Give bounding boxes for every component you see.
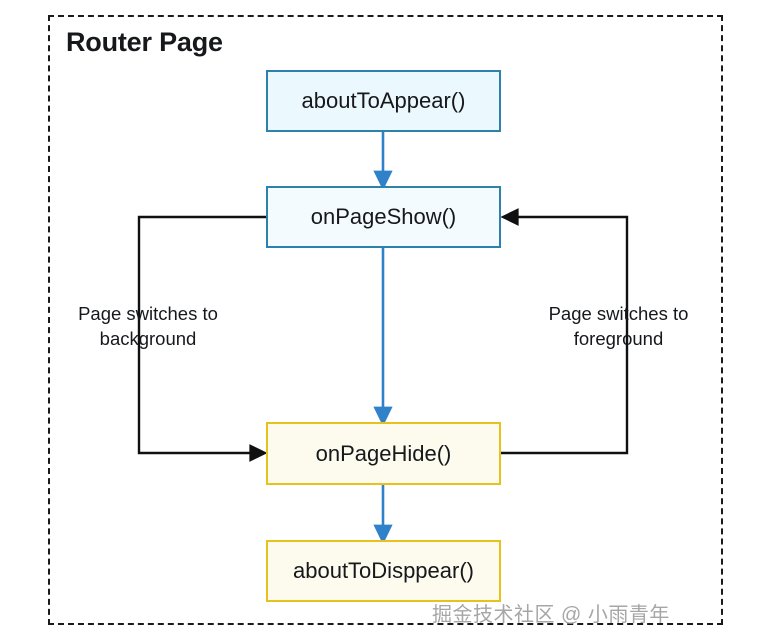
node-on-page-hide[interactable]: onPageHide()	[266, 422, 501, 485]
node-about-to-disappear-label: aboutToDisppear()	[293, 558, 474, 584]
edge-label-to-foreground: Page switches to foreground	[548, 303, 689, 349]
router-page-frame	[48, 15, 723, 625]
node-about-to-appear[interactable]: aboutToAppear()	[266, 70, 501, 132]
node-about-to-disappear[interactable]: aboutToDisppear()	[266, 540, 501, 602]
node-on-page-show[interactable]: onPageShow()	[266, 186, 501, 248]
node-on-page-hide-label: onPageHide()	[315, 440, 452, 466]
node-about-to-appear-label: aboutToAppear()	[301, 88, 466, 114]
edge-label-to-background: Page switches to background	[78, 303, 218, 349]
watermark: 掘金技术社区 @ 小雨青年	[432, 604, 670, 626]
page-title: Router Page	[66, 27, 223, 57]
node-on-page-show-label: onPageShow()	[310, 204, 457, 230]
